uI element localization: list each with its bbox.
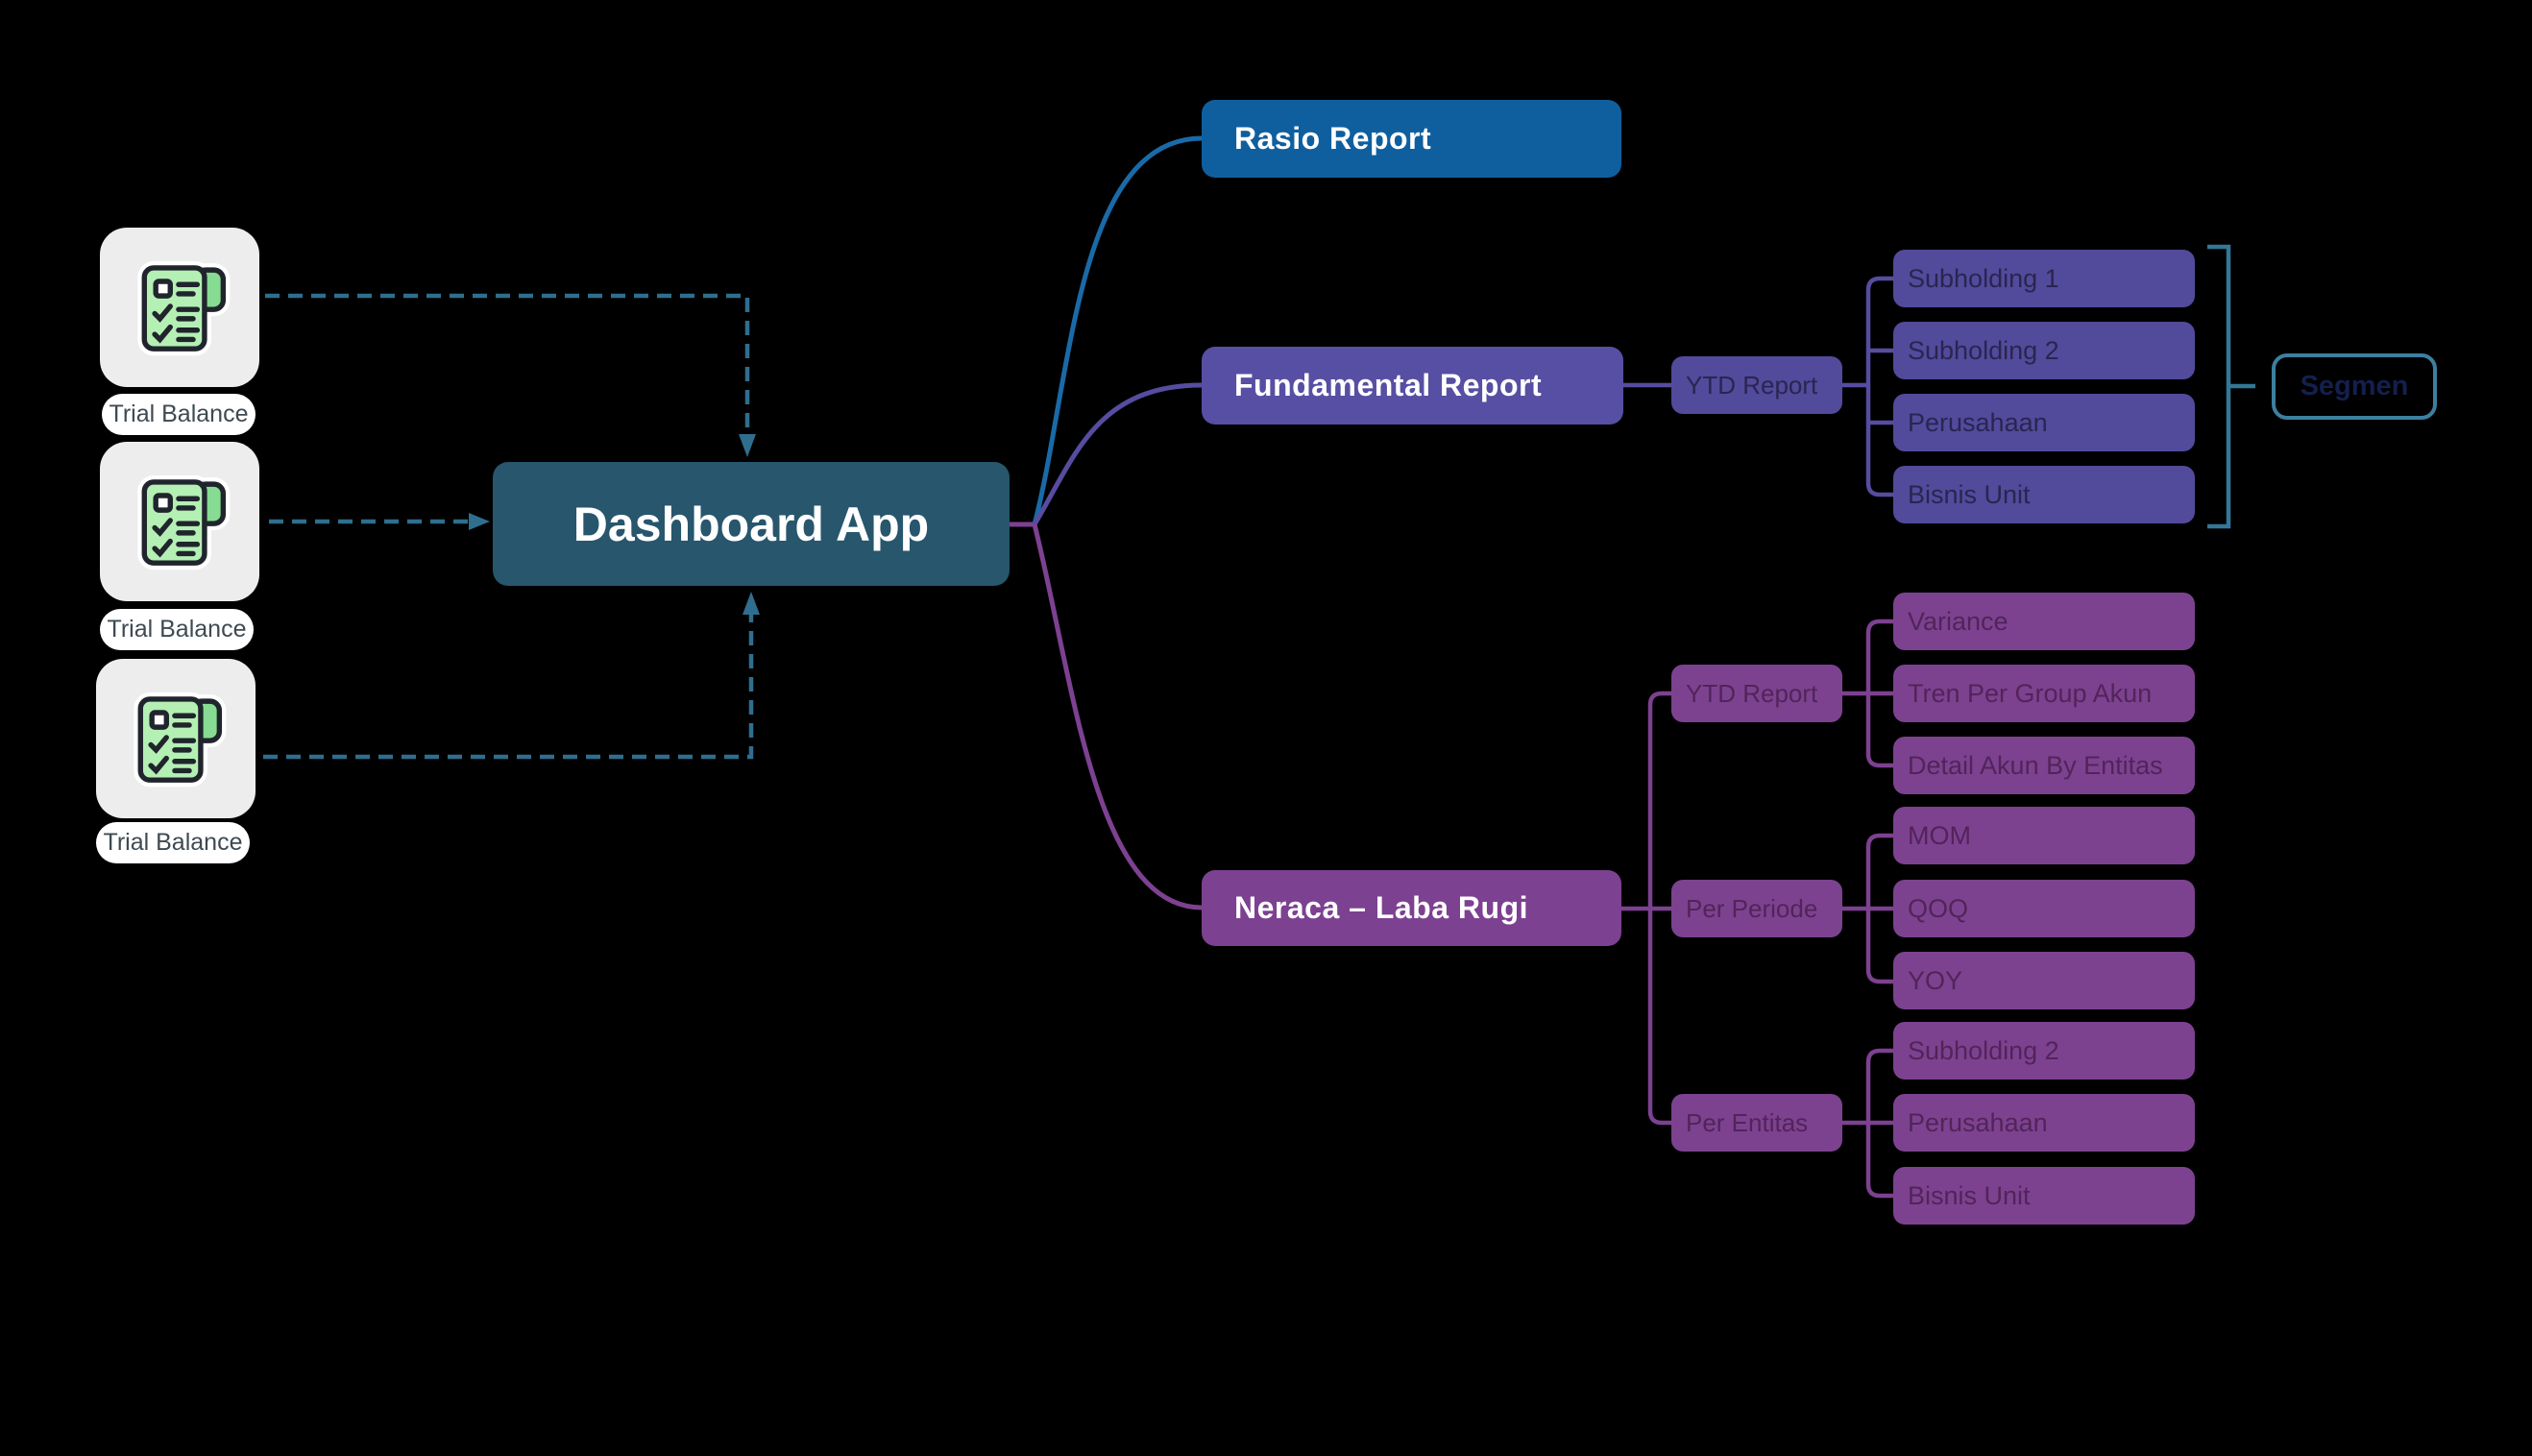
node-per-entitas: Per Entitas — [1671, 1094, 1842, 1152]
edge-root-fundamental — [1032, 382, 1203, 526]
trial-balance-label: Trial Balance — [102, 394, 256, 435]
node-bisnis-unit: Bisnis Unit — [1893, 466, 2195, 523]
bracket-segmen — [2207, 244, 2231, 529]
node-variance: Variance — [1893, 593, 2195, 650]
node-rasio-report: Rasio Report — [1202, 100, 1621, 178]
checklist-document-icon — [137, 260, 231, 356]
edge-root-neraca — [1032, 523, 1203, 910]
node-yoy: YOY — [1893, 952, 2195, 1009]
node-ytd-report-fundamental: YTD Report — [1671, 356, 1842, 414]
arrowhead-up-icon — [743, 592, 760, 615]
node-subholding-2: Subholding 2 — [1893, 322, 2195, 379]
checklist-document-icon — [137, 474, 231, 570]
arrowhead-down-icon — [739, 434, 756, 457]
node-mom: MOM — [1893, 807, 2195, 864]
edge-neraca-children-spine — [1647, 691, 1671, 1126]
trial-balance-label: Trial Balance — [96, 822, 250, 863]
node-ytd-report-neraca: YTD Report — [1671, 665, 1842, 722]
arrowhead-right-icon — [469, 513, 490, 530]
trial-balance-label: Trial Balance — [100, 609, 254, 650]
trial-balance-card-2 — [100, 442, 259, 601]
checklist-document-icon — [134, 692, 227, 788]
node-detail-akun-by-entitas: Detail Akun By Entitas — [1893, 737, 2195, 794]
edge-source1-root — [265, 293, 750, 434]
edge-source3-root — [263, 615, 754, 760]
node-per-periode: Per Periode — [1671, 880, 1842, 937]
node-segmen: Segmen — [2272, 353, 2437, 420]
node-fundamental-report: Fundamental Report — [1202, 347, 1623, 425]
node-perusahaan: Perusahaan — [1893, 394, 2195, 451]
node-dashboard-app: Dashboard App — [493, 462, 1010, 586]
node-subholding-1: Subholding 1 — [1893, 250, 2195, 307]
edge-ytd-children-spine — [1865, 276, 1893, 497]
node-tren-per-group-akun: Tren Per Group Akun — [1893, 665, 2195, 722]
trial-balance-card-3 — [96, 659, 256, 818]
node-qoq: QOQ — [1893, 880, 2195, 937]
node-neraca-laba-rugi: Neraca – Laba Rugi — [1202, 870, 1621, 946]
node-subholding-2-entitas: Subholding 2 — [1893, 1022, 2195, 1080]
edge-root-rasio — [1032, 135, 1203, 525]
node-bisnis-unit-entitas: Bisnis Unit — [1893, 1167, 2195, 1225]
trial-balance-card-1 — [100, 228, 259, 387]
node-perusahaan-entitas: Perusahaan — [1893, 1094, 2195, 1152]
